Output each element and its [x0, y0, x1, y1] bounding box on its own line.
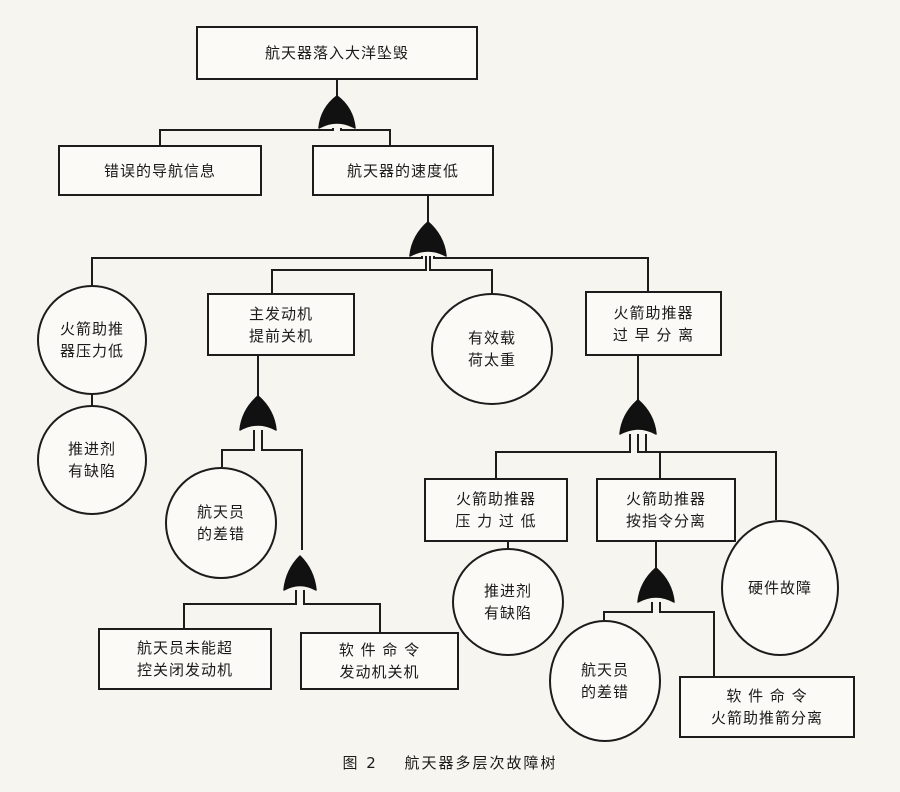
- connector: [659, 602, 715, 676]
- node-label-line: 荷太重: [467, 351, 516, 369]
- figure-number: 图 2: [342, 754, 378, 772]
- astronaut-error-circle-2: 航天员 的差错: [549, 620, 661, 742]
- node-label-line: 火箭助推箭分离: [710, 709, 823, 727]
- node-label: 航天器落入大洋坠毁: [264, 44, 409, 62]
- connector: [183, 590, 297, 628]
- propellant-defect-circle-2: 推进剂 有缺陷: [452, 548, 564, 656]
- propellant-defect-circle: 推进剂 有缺陷: [37, 405, 147, 515]
- booster-pressure-low-box: 火箭助推器 压 力 过 低: [424, 478, 568, 542]
- node-label-line: 有效载: [467, 329, 516, 347]
- or-gate-icon: [619, 399, 657, 435]
- node-label-line: 的差错: [196, 525, 245, 543]
- node-label-line: 按指令分离: [625, 512, 706, 530]
- booster-separation-cmd-box: 火箭助推器 按指令分离: [596, 478, 736, 542]
- node-label-line: 有缺陷: [67, 462, 116, 480]
- node-label-line: 的差错: [580, 683, 629, 701]
- software-engine-cutoff-box: 软 件 命 令 发动机关机: [300, 632, 459, 690]
- booster-low-pressure-circle: 火箭助推 器压力低: [37, 285, 147, 395]
- node-label-line: 有缺陷: [483, 604, 532, 622]
- node-label-line: 器压力低: [59, 342, 124, 360]
- node-label-line: 软 件 命 令: [726, 687, 808, 705]
- node-label: 错误的导航信息: [103, 161, 216, 180]
- node-label-line: 提前关机: [248, 326, 313, 345]
- node-label-line: 控关闭发动机: [136, 661, 233, 679]
- figure-title: 航天器多层次故障树: [404, 754, 558, 772]
- node-label-line: 推进剂: [67, 440, 116, 458]
- connector: [340, 128, 391, 145]
- low-speed-box: 航天器的速度低: [312, 145, 494, 196]
- astronaut-error-circle: 航天员 的差错: [165, 467, 277, 579]
- main-engine-cutoff-box: 主发动机 提前关机: [207, 293, 355, 356]
- connector: [433, 256, 649, 291]
- connector: [303, 590, 381, 632]
- or-gate-icon: [239, 395, 277, 431]
- connector: [603, 602, 653, 620]
- node-label-line: 火箭助推器: [613, 303, 694, 322]
- astronaut-no-override-box: 航天员未能超 控关闭发动机: [98, 628, 272, 690]
- connector: [221, 430, 255, 467]
- connector: [91, 256, 423, 285]
- or-gate-icon: [637, 567, 675, 603]
- node-label-line: 火箭助推: [59, 320, 124, 338]
- connector: [495, 434, 631, 478]
- connector: [429, 256, 493, 293]
- figure-caption: 图 2 航天器多层次故障树: [0, 752, 900, 773]
- connector: [645, 434, 777, 520]
- wrong-nav-info-box: 错误的导航信息: [58, 145, 262, 196]
- top-event-box: 航天器落入大洋坠毁: [196, 26, 478, 80]
- node-label-line: 推进剂: [483, 582, 532, 600]
- connector: [637, 434, 661, 478]
- connector: [271, 256, 427, 293]
- node-label-line: 航天员: [580, 661, 629, 679]
- hardware-fault-circle: 硬件故障: [721, 520, 839, 656]
- node-label-line: 航天员未能超: [136, 639, 233, 657]
- node-label-line: 压 力 过 低: [455, 512, 537, 530]
- node-label-line: 火箭助推器: [625, 490, 706, 508]
- booster-early-separation-box: 火箭助推器 过 早 分 离: [585, 291, 722, 356]
- connector: [159, 128, 334, 145]
- node-label-line: 航天员: [196, 503, 245, 521]
- node-label-line: 过 早 分 离: [612, 325, 695, 344]
- node-label-line: 主发动机: [248, 304, 313, 323]
- or-gate-icon: [318, 95, 356, 129]
- node-label-line: 火箭助推器: [455, 490, 536, 508]
- or-gate-icon: [409, 221, 447, 257]
- payload-too-heavy-circle: 有效载 荷太重: [431, 293, 553, 405]
- node-label: 航天器的速度低: [346, 161, 459, 180]
- software-booster-separation-box: 软 件 命 令 火箭助推箭分离: [679, 676, 855, 738]
- node-label-line: 软 件 命 令: [338, 641, 421, 659]
- connector: [261, 430, 303, 550]
- node-label-line: 发动机关机: [339, 663, 420, 681]
- node-label: 硬件故障: [747, 579, 812, 597]
- or-gate-icon: [283, 555, 317, 591]
